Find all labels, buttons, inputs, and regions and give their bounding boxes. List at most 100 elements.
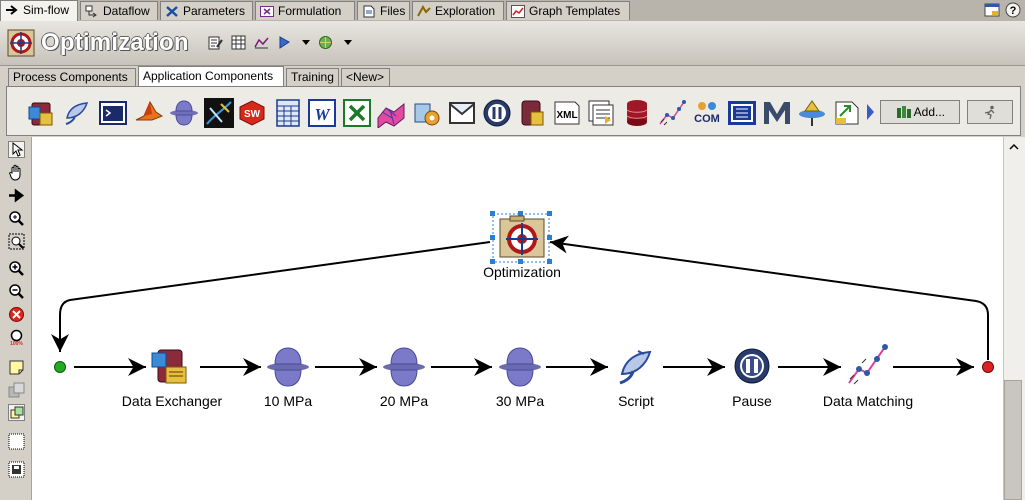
data-matching-icon — [848, 344, 888, 385]
script-icon[interactable] — [62, 98, 92, 128]
page-title: Optimization — [41, 29, 189, 56]
pause-node[interactable] — [734, 348, 770, 384]
tab-files[interactable]: Files — [357, 1, 410, 20]
scroll-up-icon[interactable] — [1009, 143, 1019, 150]
data-exchanger-label: Data Exchanger — [121, 393, 223, 409]
tab-new[interactable]: <New> — [341, 68, 390, 86]
30-mpa-node[interactable] — [499, 347, 541, 387]
stack-db-icon[interactable] — [622, 98, 652, 128]
add-component-button[interactable]: Add... — [880, 100, 960, 124]
svg-text:SW: SW — [244, 109, 261, 120]
select-arrow-icon[interactable] — [8, 141, 25, 158]
module-icon[interactable] — [727, 98, 757, 128]
ungroup-icon[interactable] — [8, 404, 25, 421]
note-icon[interactable] — [8, 359, 25, 376]
envelope-icon[interactable] — [447, 98, 477, 128]
chevron-down-icon[interactable] — [344, 40, 352, 46]
word-icon[interactable]: W — [307, 98, 337, 128]
batch-icon[interactable] — [587, 98, 617, 128]
tab-dataflow[interactable]: Dataflow — [80, 1, 158, 20]
10-mpa-node[interactable] — [267, 347, 309, 387]
pressure-node-icon[interactable] — [169, 98, 199, 128]
palette-scroll-right-icon[interactable] — [867, 104, 874, 120]
globe-tools-icon[interactable] — [318, 35, 333, 50]
run-script-icon[interactable] — [277, 35, 292, 50]
pressure-node-icon — [499, 347, 541, 387]
tab-graph-templates[interactable]: Graph Templates — [506, 1, 630, 20]
filter-button[interactable] — [967, 100, 1013, 124]
edit-properties-icon[interactable] — [208, 35, 223, 50]
table-view-icon[interactable] — [231, 35, 246, 50]
surface-icon[interactable] — [376, 98, 406, 128]
pressure-node-icon — [267, 347, 309, 387]
gear-device-icon[interactable] — [412, 98, 442, 128]
optimization-node-label: Optimization — [483, 264, 561, 280]
chevron-down-icon[interactable] — [302, 40, 310, 46]
end-node[interactable] — [982, 361, 994, 373]
optimizer-to-start-connector[interactable] — [51, 241, 491, 352]
save-layout-icon[interactable] — [8, 461, 25, 478]
tab-formulation[interactable]: Formulation — [255, 1, 355, 20]
database-icon[interactable] — [517, 98, 547, 128]
export-icon[interactable] — [832, 98, 862, 128]
com-icon[interactable]: COM — [692, 98, 722, 128]
matlab-icon[interactable] — [134, 98, 164, 128]
tab-training[interactable]: Training — [286, 68, 339, 86]
script-node[interactable] — [619, 350, 652, 385]
tab-sim-flow[interactable]: Sim-flow — [0, 0, 78, 21]
optimization-icon — [499, 215, 545, 258]
runner-icon — [984, 105, 995, 119]
catia-icon[interactable] — [204, 98, 234, 128]
20-mpa-label: 20 MPa — [379, 393, 429, 409]
data-matching-icon[interactable] — [657, 98, 687, 128]
zoom-fit-icon[interactable] — [8, 233, 25, 250]
20-mpa-node[interactable] — [383, 347, 425, 387]
flow-diagram — [51, 211, 994, 387]
data-matching-node[interactable] — [848, 344, 888, 385]
tab-label: Exploration — [435, 4, 496, 18]
svg-text:W: W — [314, 105, 331, 124]
data-exchanger-node[interactable] — [151, 349, 187, 384]
pause-icon — [734, 348, 770, 384]
console-icon[interactable] — [98, 98, 128, 128]
excel-icon[interactable] — [342, 98, 372, 128]
tab-parameters[interactable]: Parameters — [160, 1, 253, 20]
zoom-reset-icon[interactable] — [8, 306, 25, 323]
mathcad-icon[interactable] — [762, 98, 792, 128]
tab-label: Formulation — [278, 4, 342, 18]
surface-plot-icon[interactable] — [254, 35, 269, 50]
tab-label: Application Components — [143, 69, 274, 83]
tab-label: Dataflow — [103, 4, 150, 18]
xml-icon[interactable]: XML — [552, 98, 582, 128]
grid-icon[interactable] — [8, 433, 25, 450]
zoom-out-icon[interactable] — [8, 283, 25, 300]
end-to-optimizer-connector[interactable] — [549, 235, 989, 360]
solidworks-icon[interactable]: SW — [237, 98, 267, 128]
zoom-area-icon[interactable] — [8, 210, 25, 227]
tab-label: Graph Templates — [529, 4, 621, 18]
hand-pan-icon[interactable] — [8, 164, 25, 181]
tab-label: Process Components — [13, 70, 128, 84]
script-icon — [619, 350, 652, 385]
tab-exploration[interactable]: Exploration — [412, 1, 504, 20]
help-icon[interactable]: ? — [1005, 2, 1021, 18]
data-matching-label: Data Matching — [822, 393, 914, 409]
scrollbar-thumb[interactable] — [1004, 380, 1022, 500]
pause-icon[interactable] — [482, 98, 512, 128]
zoom-100-icon[interactable]: 100% — [8, 329, 25, 346]
sim-flow-canvas[interactable]: Optimization Data Exchanger 10 MPa 20 MP… — [32, 137, 1003, 500]
window-options-icon[interactable] — [984, 2, 1000, 18]
tab-process-components[interactable]: Process Components — [8, 68, 136, 86]
tab-label: Parameters — [183, 4, 246, 18]
zoom-in-icon[interactable] — [8, 260, 25, 277]
calculator-icon[interactable] — [273, 98, 303, 128]
optimization-node[interactable] — [490, 211, 552, 264]
data-exchanger-icon[interactable] — [26, 98, 56, 128]
formulation-icon — [260, 6, 274, 17]
start-node[interactable] — [54, 361, 66, 373]
satellite-icon[interactable] — [797, 98, 827, 128]
tab-application-components[interactable]: Application Components — [138, 66, 284, 87]
group-icon[interactable] — [8, 382, 25, 399]
optimization-icon — [7, 29, 35, 57]
connect-arrow-icon[interactable] — [8, 187, 25, 204]
